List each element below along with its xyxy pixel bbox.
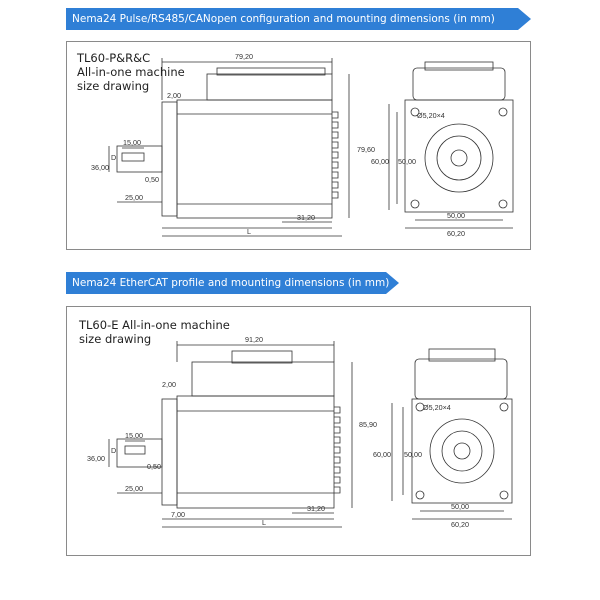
model-label-line3: size drawing (77, 79, 149, 93)
dim-hole: Ø5,20×4 (423, 403, 451, 412)
section1-banner: Nema24 Pulse/RS485/CANopen configuration… (66, 8, 531, 30)
dim-rear: 31,20 (307, 504, 325, 513)
dim-front-h: 60,00 (373, 450, 391, 459)
dim-shaft-len: 15,00 (125, 431, 143, 440)
dim-key: D (111, 446, 116, 455)
dim-overall: L (262, 518, 266, 527)
dim-shaft-dia: 36,00 (87, 454, 105, 463)
section1-drawing: TL60-P&R&C All-in-one machine size drawi… (76, 51, 514, 238)
dim-front-w2: 60,20 (447, 229, 465, 238)
dim-key-w: 0,50 (145, 175, 159, 184)
dim-front-h2: 50,00 (404, 450, 422, 459)
dim-height: 85,90 (359, 420, 377, 429)
section2-panel: TL60-E All-in-one machine size drawing 9… (66, 306, 531, 556)
section2-banner: Nema24 EtherCAT profile and mounting dim… (66, 272, 531, 294)
dim-top-length: 91,20 (245, 335, 263, 344)
dim-key-w: 0,50 (147, 462, 161, 471)
dim-front-h2: 50,00 (398, 157, 416, 166)
section2-drawing: TL60-E All-in-one machine size drawing 9… (78, 318, 513, 529)
dim-flange: 2,00 (167, 91, 181, 100)
dim-shaft-len: 15,00 (123, 138, 141, 147)
section2-title: Nema24 EtherCAT profile and mounting dim… (72, 277, 390, 289)
dim-front-w2: 60,20 (451, 520, 469, 529)
dim-shaft-dia: 36,00 (91, 163, 109, 172)
dim-front-h: 60,00 (371, 157, 389, 166)
dim-front-flange: 7,00 (171, 510, 185, 519)
dim-front-w: 50,00 (451, 502, 469, 511)
dim-flange: 2,00 (162, 380, 176, 389)
dim-shaft-total: 25,00 (125, 484, 143, 493)
model-label-line1: TL60-P&R&C (76, 51, 150, 65)
banner-bg (66, 272, 399, 294)
dim-rear: 31,20 (297, 213, 315, 222)
section1-title: Nema24 Pulse/RS485/CANopen configuration… (72, 13, 495, 25)
dim-key: D (111, 153, 116, 162)
dim-front-w: 50,00 (447, 211, 465, 220)
dim-shaft-total: 25,00 (125, 193, 143, 202)
dim-top-length: 79,20 (235, 52, 253, 61)
section1-panel: TL60-P&R&C All-in-one machine size drawi… (66, 41, 531, 250)
banner-bg (66, 8, 531, 30)
model-label-line1: TL60-E All-in-one machine (78, 318, 230, 332)
dim-height: 79,60 (357, 145, 375, 154)
model-label-line2: All-in-one machine (77, 65, 185, 79)
dim-overall: L (247, 227, 251, 236)
dim-hole: Ø5,20×4 (417, 111, 445, 120)
model-label-line2: size drawing (79, 332, 151, 346)
